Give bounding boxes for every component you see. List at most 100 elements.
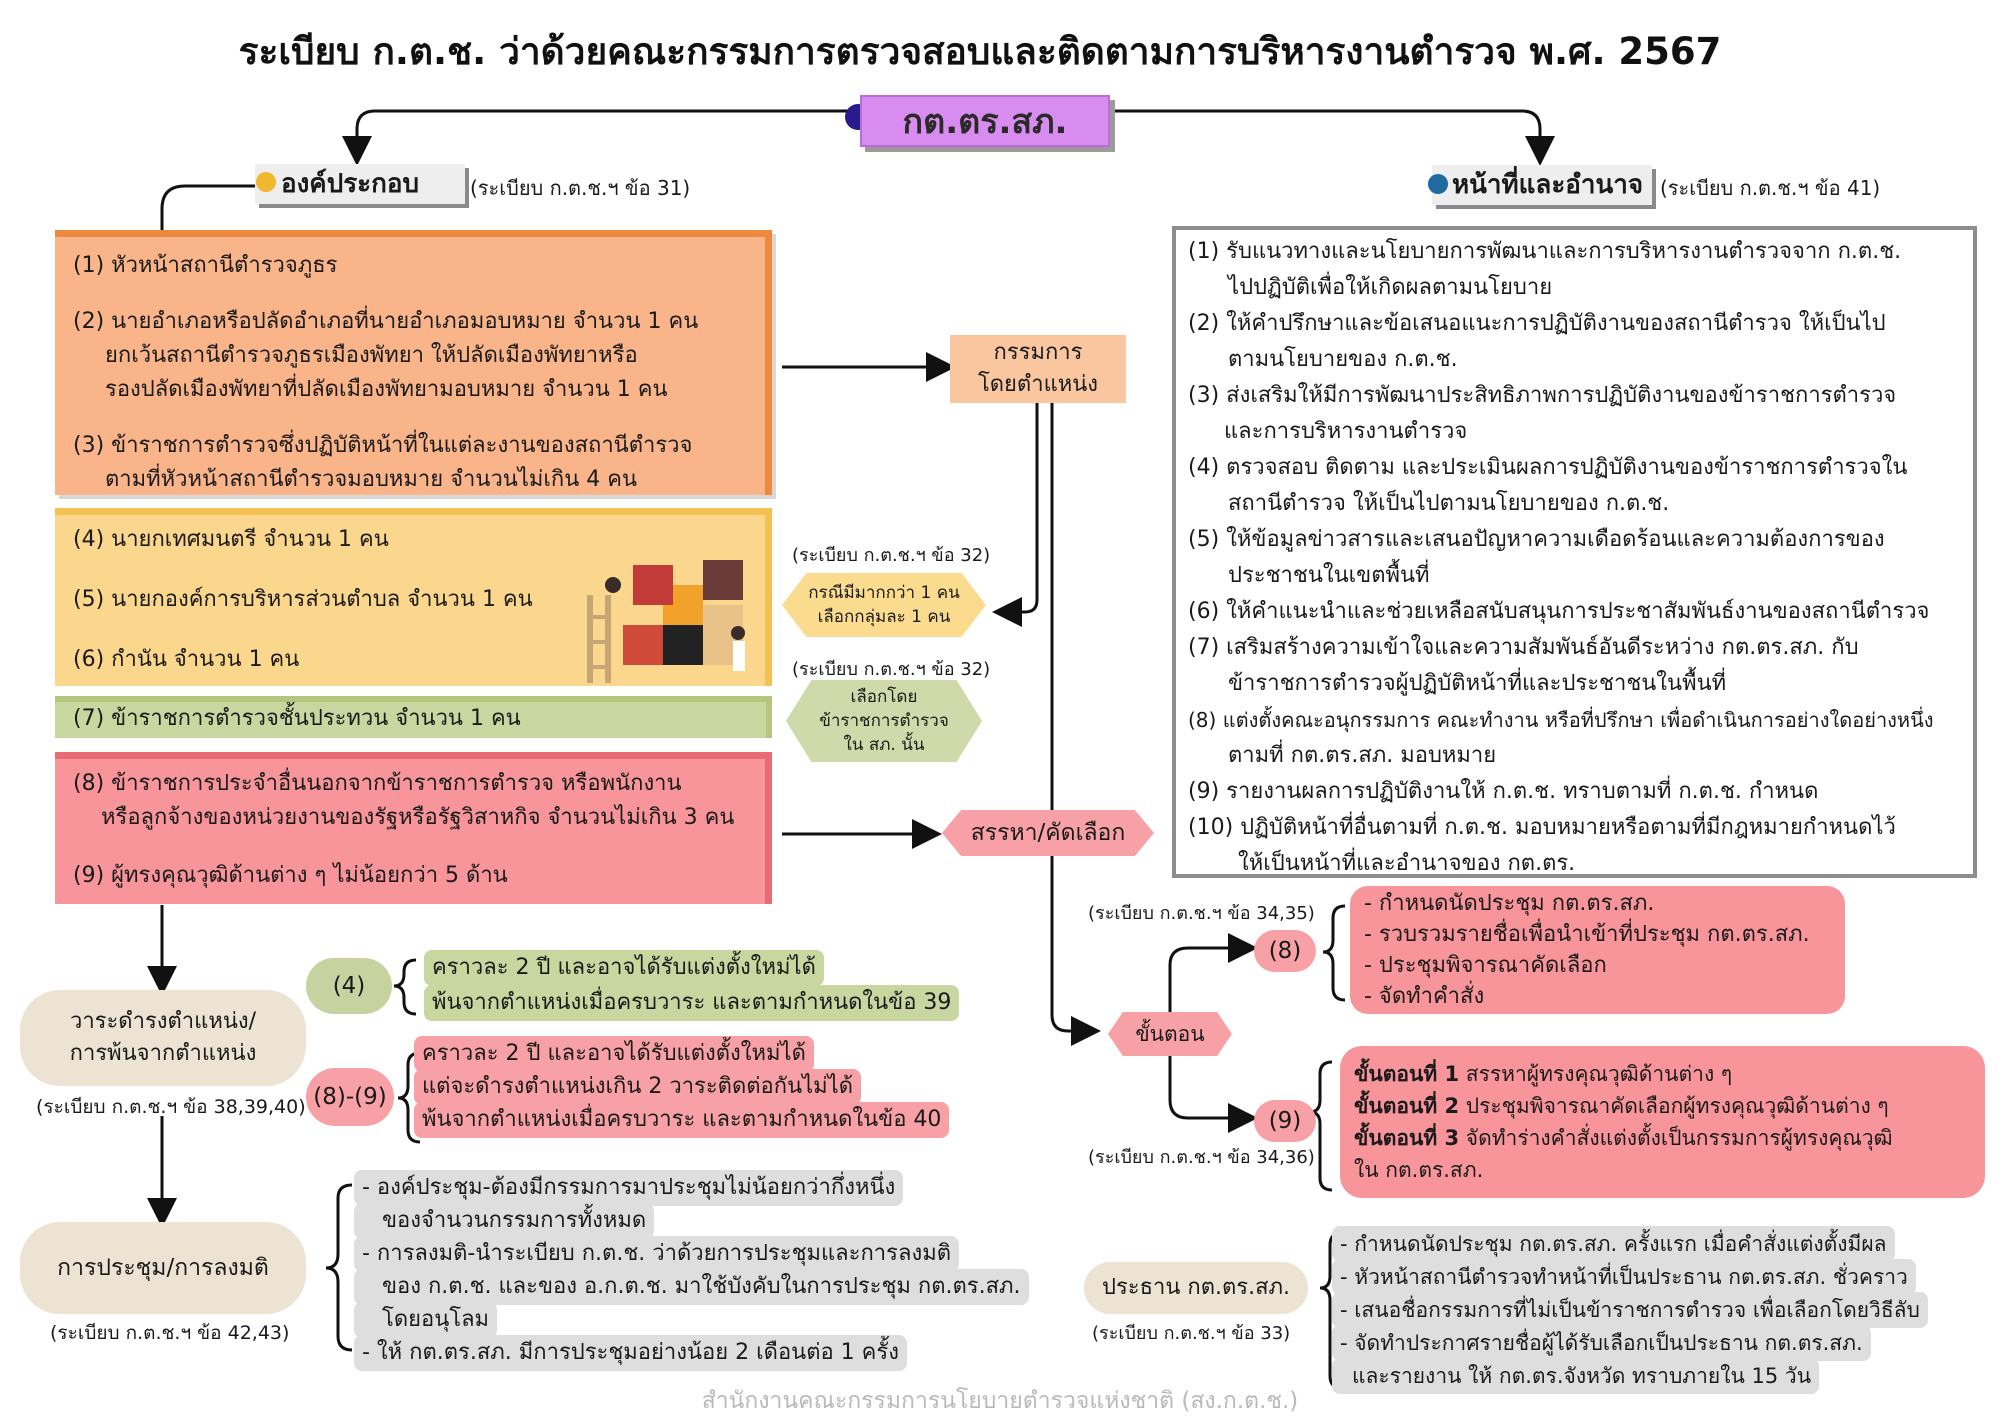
step9-s1-text: สรรหาผู้ทรงคุณวุฒิด้านต่าง ๆ <box>1459 1062 1733 1086</box>
step9-s1-label: ขั้นตอนที่ 1 <box>1354 1062 1460 1086</box>
chair-node: ประธาน กต.ตร.สภ. <box>1084 1262 1308 1314</box>
recruit-node: สรรหา/คัดเลือก <box>942 810 1154 856</box>
duty-4-line-1: (4) ตรวจสอบ ติดตาม และประเมินผลการปฏิบัต… <box>1188 455 1908 480</box>
hex-select-line-1: กรณีมีมากกว่า 1 คน <box>808 583 960 603</box>
composition-header-label: องค์ประกอบ <box>281 169 419 199</box>
chair-item-3: - เสนอชื่อกรรมการที่ไม่เป็นข้าราชการตำรว… <box>1332 1292 1928 1328</box>
chair-item-5: และรายงาน ให้ กต.ตร.จังหวัด ทราบภายใน 15… <box>1332 1358 1820 1394</box>
duties-box: (1) รับแนวทางและนโยบายการพัฒนาและการบริห… <box>1172 226 1977 878</box>
hex-elect-line-1: เลือกโดย <box>850 687 918 707</box>
duty-7-line-1: (7) เสริมสร้างความเข้าใจและความสัมพันธ์อ… <box>1188 635 1859 660</box>
term-group-4-line-1: คราวละ 2 ปี และอาจได้รับแต่งตั้งใหม่ได้ <box>424 950 824 986</box>
procedure-node: ขั้นตอน <box>1108 1012 1232 1056</box>
duties-header-label: หน้าที่และอำนาจ <box>1452 170 1644 200</box>
composition-header: องค์ประกอบ <box>255 164 465 204</box>
hex-select-line-2: เลือกกลุ่มละ 1 คน <box>817 607 951 627</box>
step8-item-3: - ประชุมพิจารณาคัดเลือก <box>1364 953 1607 978</box>
ex-officio-line-2: โดยตำแหน่ง <box>977 372 1099 397</box>
step8-item-2: - รวบรวมรายชื่อเพื่อนำเข้าที่ประชุม กต.ต… <box>1364 922 1810 947</box>
step9-ref: (ระเบียบ ก.ต.ช.ฯ ข้อ 34,36) <box>1088 1147 1315 1168</box>
meeting-item-1-line-1: - องค์ประชุม-ต้องมีกรรมการมาประชุมไม่น้อ… <box>354 1170 904 1206</box>
duty-3-line-2: และการบริหารงานตำรวจ <box>1224 419 1468 444</box>
meeting-item-1-line-2: ของจำนวนกรรมการทั้งหมด <box>354 1203 655 1239</box>
duty-8-line-2: ตามที่ กต.ตร.สภ. มอบหมาย <box>1228 743 1497 768</box>
duty-8-line-1: (8) แต่งตั้งคณะอนุกรรมการ คณะทำงาน หรือท… <box>1188 708 1934 732</box>
duties-ref: (ระเบียบ ก.ต.ช.ฯ ข้อ 41) <box>1660 176 1881 200</box>
meeting-item-2-line-1: - การลงมติ-นำระเบียบ ก.ต.ช. ว่าด้วยการปร… <box>354 1236 959 1272</box>
chair-item-2: - หัวหน้าสถานีตำรวจทำหน้าที่เป็นประธาน ก… <box>1332 1259 1916 1295</box>
hex-elect: เลือกโดย ข้าราชการตำรวจ ใน สภ. นั้น <box>786 680 982 762</box>
composition-orange-panel: (1) หัวหน้าสถานีตำรวจภูธร (2) นายอำเภอหร… <box>55 230 772 495</box>
step9-s3-text: จัดทำร่างคำสั่งแต่งตั้งเป็นกรรมการผู้ทรง… <box>1459 1126 1893 1150</box>
step8-ref: (ระเบียบ ก.ต.ช.ฯ ข้อ 34,35) <box>1088 903 1315 924</box>
duty-2-line-1: (2) ให้คำปรึกษาและข้อเสนอแนะการปฏิบัติงา… <box>1188 311 1886 336</box>
chair-ref: (ระเบียบ ก.ต.ช.ฯ ข้อ 33) <box>1092 1323 1291 1344</box>
composition-green-panel: (7) ข้าราชการตำรวจชั้นประทวน จำนวน 1 คน <box>55 696 772 738</box>
member-3-line-1: (3) ข้าราชการตำรวจซึ่งปฏิบัติหน้าที่ในแต… <box>73 433 693 458</box>
meeting-item-3: - ให้ กต.ตร.สภ. มีการประชุมอย่างน้อย 2 เ… <box>354 1335 907 1371</box>
term-group-4-label: (4) <box>306 958 392 1014</box>
member-4: (4) นายกเทศมนตรี จำนวน 1 คน <box>73 527 389 552</box>
chair-item-1: - กำหนดนัดประชุม กต.ตร.สภ. ครั้งแรก เมื่… <box>1332 1226 1895 1262</box>
member-2-line-1: (2) นายอำเภอหรือปลัดอำเภอที่นายอำเภอมอบห… <box>73 309 699 334</box>
step8-item-1: - กำหนดนัดประชุม กต.ตร.สภ. <box>1364 891 1655 916</box>
step9-s3-label: ขั้นตอนที่ 3 <box>1354 1126 1460 1150</box>
term-group-89-line-2: แต่จะดำรงตำแหน่งเกิน 2 วาระติดต่อกันไม่ไ… <box>414 1069 862 1105</box>
step9-s2-label: ขั้นตอนที่ 2 <box>1354 1094 1460 1118</box>
step8-label: (8) <box>1254 930 1316 972</box>
member-9: (9) ผู้ทรงคุณวุฒิด้านต่าง ๆ ไม่น้อยกว่า … <box>73 863 508 888</box>
duty-9: (9) รายงานผลการปฏิบัติงานให้ ก.ต.ช. ทราบ… <box>1188 779 1819 804</box>
duty-6: (6) ให้คำแนะนำและช่วยเหลือสนับสนุนการประ… <box>1188 599 1930 624</box>
member-8-line-2: หรือลูกจ้างของหน่วยงานของรัฐหรือรัฐวิสาห… <box>101 805 735 830</box>
member-5: (5) นายกองค์การบริหารส่วนตำบล จำนวน 1 คน <box>73 587 533 612</box>
step9-line-1: ขั้นตอนที่ 1 สรรหาผู้ทรงคุณวุฒิด้านต่าง … <box>1354 1058 1971 1090</box>
hex-elect-line-2: ข้าราชการตำรวจ <box>819 711 949 731</box>
duty-10-line-1: (10) ปฏิบัติหน้าที่อื่นตามที่ ก.ต.ช. มอบ… <box>1188 815 1896 840</box>
step9-line-2: ขั้นตอนที่ 2 ประชุมพิจารณาคัดเลือกผู้ทรง… <box>1354 1090 1971 1122</box>
step9-line-4: ใน กต.ตร.สภ. <box>1354 1158 1484 1182</box>
term-line-2: การพ้นจากตำแหน่ง <box>69 1041 257 1066</box>
chair-item-4: - จัดทำประกาศรายชื่อผู้ได้รับเลือกเป็นปร… <box>1332 1325 1871 1361</box>
hex-elect-line-3: ใน สภ. นั้น <box>843 735 925 755</box>
duty-10-line-2: ให้เป็นหน้าที่และอำนาจของ กต.ตร. <box>1238 851 1576 876</box>
meeting-item-2-line-3: โดยอนุโลม <box>354 1302 498 1338</box>
footer-text: สำนักงานคณะกรรมการนโยบายตำรวจแห่งชาติ (ส… <box>701 1388 1299 1414</box>
member-8-line-1: (8) ข้าราชการประจำอื่นนอกจากข้าราชการตำร… <box>73 771 682 796</box>
blue-dot-icon <box>1428 174 1448 194</box>
duty-7-line-2: ข้าราชการตำรวจผู้ปฏิบัติหน้าที่และประชาช… <box>1228 671 1727 696</box>
page-title: ระเบียบ ก.ต.ช. ว่าด้วยคณะกรรมการตรวจสอบแ… <box>238 30 1722 73</box>
term-group-4-line-2: พ้นจากตำแหน่งเมื่อครบวาระ และตามกำหนดในข… <box>424 985 960 1021</box>
hex-select-one: กรณีมีมากกว่า 1 คน เลือกกลุ่มละ 1 คน <box>782 573 986 637</box>
duty-5-line-2: ประชาชนในเขตพื้นที่ <box>1228 563 1430 588</box>
term-group-89-line-3: พ้นจากตำแหน่งเมื่อครบวาระ และตามกำหนดในข… <box>414 1102 950 1138</box>
puzzle-illustration-icon <box>587 560 745 683</box>
meeting-item-2-line-2: ของ ก.ต.ช. และของ อ.ก.ต.ช. มาใช้บังคับใน… <box>354 1269 1029 1305</box>
step9-label: (9) <box>1254 1100 1316 1142</box>
meeting-ref: (ระเบียบ ก.ต.ช.ฯ ข้อ 42,43) <box>50 1322 290 1344</box>
term-group-89-label: (8)-(9) <box>306 1068 394 1126</box>
member-6: (6) กำนัน จำนวน 1 คน <box>73 647 300 672</box>
duty-4-line-2: สถานีตำรวจ ให้เป็นไปตามนโยบายของ ก.ต.ช. <box>1228 491 1670 516</box>
term-line-1: วาระดำรงตำแหน่ง/ <box>69 1009 257 1034</box>
composition-yellow-panel: (4) นายกเทศมนตรี จำนวน 1 คน (5) นายกองค์… <box>55 508 772 686</box>
composition-ref: (ระเบียบ ก.ต.ช.ฯ ข้อ 31) <box>470 176 691 200</box>
duty-1-line-2: ไปปฏิบัติเพื่อให้เกิดผลตามนโยบาย <box>1228 275 1553 300</box>
member-1: (1) หัวหน้าสถานีตำรวจภูธร <box>73 253 338 278</box>
main-node: กต.ตร.สภ. <box>860 95 1110 147</box>
step8-box: - กำหนดนัดประชุม กต.ตร.สภ. - รวบรวมรายชื… <box>1350 886 1845 1014</box>
duty-3-line-1: (3) ส่งเสริมให้มีการพัฒนาประสิทธิภาพการป… <box>1188 383 1897 408</box>
term-group-89-line-1: คราวละ 2 ปี และอาจได้รับแต่งตั้งใหม่ได้ <box>414 1036 814 1072</box>
yellow-dot-icon <box>256 172 276 192</box>
step9-s2-text: ประชุมพิจารณาคัดเลือกผู้ทรงคุณวุฒิด้านต่… <box>1459 1094 1889 1118</box>
duty-1-line-1: (1) รับแนวทางและนโยบายการพัฒนาและการบริห… <box>1188 239 1902 264</box>
step8-item-4: - จัดทำคำสั่ง <box>1364 984 1485 1009</box>
term-node: วาระดำรงตำแหน่ง/ การพ้นจากตำแหน่ง <box>20 990 306 1086</box>
member-7: (7) ข้าราชการตำรวจชั้นประทวน จำนวน 1 คน <box>73 706 521 731</box>
composition-red-panel: (8) ข้าราชการประจำอื่นนอกจากข้าราชการตำร… <box>55 752 772 904</box>
member-3-line-2: ตามที่หัวหน้าสถานีตำรวจมอบหมาย จำนวนไม่เ… <box>105 467 638 492</box>
ex-officio-line-1: กรรมการ <box>993 340 1083 365</box>
step9-box: ขั้นตอนที่ 1 สรรหาผู้ทรงคุณวุฒิด้านต่าง … <box>1340 1046 1985 1198</box>
duties-header: หน้าที่และอำนาจ <box>1432 165 1652 205</box>
duty-5-line-1: (5) ให้ข้อมูลข่าวสารและเสนอปัญหาความเดือ… <box>1188 527 1885 552</box>
